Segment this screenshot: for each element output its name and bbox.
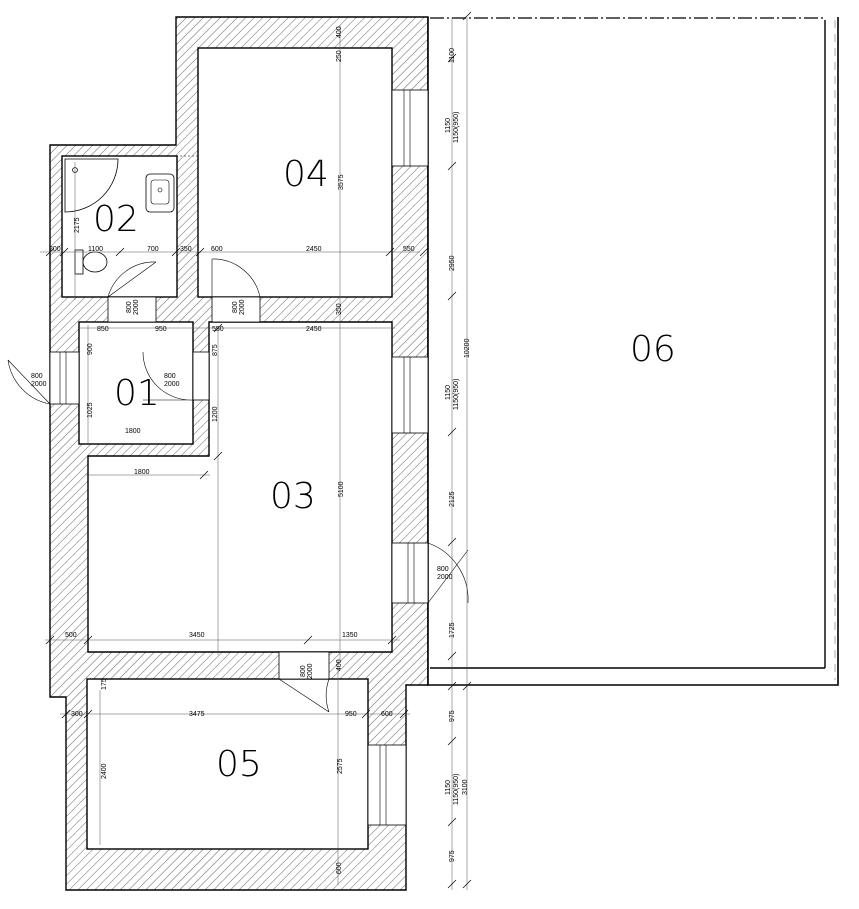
dim-r-2125: 2125 <box>449 491 456 507</box>
dim-1350: 1350 <box>342 632 358 639</box>
dim-r-1150-950b: 1150(950) <box>453 379 460 410</box>
dim-1800-01: 1800 <box>125 428 141 435</box>
door-swing-entrance <box>7 359 51 405</box>
room-label-05: 05 <box>216 744 262 785</box>
window-entrance <box>49 351 80 405</box>
dim-1100: 1100 <box>88 246 103 253</box>
dim-r-1150b: 1150 <box>445 385 452 400</box>
fixtures <box>64 155 198 275</box>
dim-r-1150-950a: 1150(950) <box>453 112 460 143</box>
door-06-height: 2000 <box>437 574 453 581</box>
dim-175: 175 <box>101 678 108 690</box>
dim-350-v: 350 <box>336 303 343 315</box>
dim-5100: 5100 <box>338 481 345 497</box>
dim-3475: 3475 <box>189 711 205 718</box>
dim-2400: 2400 <box>101 763 108 779</box>
dim-900: 900 <box>87 343 94 355</box>
dimension-labels: 200 1100 700 350 600 2450 550 850 950 55… <box>49 26 471 874</box>
toilet-icon <box>74 249 108 275</box>
dim-200: 200 <box>49 246 61 253</box>
room-label-04: 04 <box>283 154 329 195</box>
dim-1025: 1025 <box>87 402 94 418</box>
door-06-width: 800 <box>437 566 449 573</box>
dim-300: 300 <box>71 711 83 718</box>
dim-400-bottom: 400 <box>336 659 343 671</box>
room-label-02: 02 <box>93 199 139 240</box>
dim-550-top: 550 <box>403 246 415 253</box>
door-swing-06 <box>427 542 469 604</box>
window-03a <box>391 356 429 434</box>
door-01-height: 2000 <box>164 381 180 388</box>
dim-875: 875 <box>212 344 219 356</box>
dim-2175: 2175 <box>74 217 81 233</box>
dim-550-mid: 550 <box>212 326 224 333</box>
dim-r-1150c: 1150 <box>445 780 452 795</box>
dim-600-v: 600 <box>336 862 343 874</box>
dim-2575: 2575 <box>337 758 344 774</box>
dim-2450-mid: 2450 <box>306 326 322 333</box>
door-04-height: 2000 <box>239 299 246 315</box>
door-swing-04 <box>211 258 261 298</box>
dim-r-1100: 1100 <box>449 48 456 63</box>
dim-3575: 3575 <box>338 174 345 190</box>
dim-950-mid: 950 <box>155 326 167 333</box>
door-04-width: 800 <box>232 301 239 313</box>
dim-1200: 1200 <box>212 406 219 422</box>
dim-500: 500 <box>65 632 77 639</box>
room-01-area <box>78 321 194 445</box>
door-05-height: 2000 <box>307 663 314 679</box>
dim-850: 850 <box>97 326 109 333</box>
room-label-01: 01 <box>114 373 160 414</box>
door-entrance-height: 2000 <box>31 381 47 388</box>
door-01-width: 800 <box>164 373 176 380</box>
dim-250: 250 <box>336 50 343 62</box>
dim-r-975a: 975 <box>449 710 456 722</box>
dim-r-10200: 10200 <box>464 338 471 358</box>
dim-r-975b: 975 <box>449 850 456 862</box>
dim-400-top: 400 <box>336 26 343 38</box>
door-gap-06 <box>391 542 429 604</box>
dim-r-2950: 2950 <box>449 255 456 271</box>
room-voids <box>61 47 393 850</box>
dim-600-bottom-row: 600 <box>381 711 393 718</box>
dim-3450: 3450 <box>189 632 205 639</box>
room-06-outline <box>427 17 839 686</box>
dim-r-3100: 3100 <box>462 779 469 795</box>
room-03-area <box>87 321 393 653</box>
doors <box>7 258 469 713</box>
shower-icon <box>64 158 119 213</box>
room-label-03: 03 <box>270 476 316 517</box>
door-labels: 800 2000 800 2000 800 2000 800 2000 800 … <box>31 299 453 679</box>
dim-ticks <box>45 11 472 889</box>
dim-700: 700 <box>147 246 159 253</box>
door-swing-01 <box>142 351 194 401</box>
dim-2450-top: 2450 <box>306 246 322 253</box>
dim-350: 350 <box>180 246 192 253</box>
room-06 <box>427 17 839 686</box>
door-swing-05 <box>278 678 330 713</box>
door-02-height: 2000 <box>133 299 140 315</box>
dim-r-1725: 1725 <box>449 622 456 638</box>
window-05 <box>367 744 407 826</box>
windows <box>49 89 429 826</box>
door-entrance-width: 800 <box>31 373 43 380</box>
room-04-area <box>197 47 393 298</box>
window-04 <box>391 89 429 167</box>
door-swing-02 <box>107 261 157 298</box>
dimension-lines <box>40 11 472 890</box>
dim-r-1150a: 1150 <box>445 118 452 133</box>
dim-950-bottom: 950 <box>345 711 357 718</box>
door-02-width: 800 <box>126 301 133 313</box>
room-label-06: 06 <box>630 329 676 370</box>
door-05-width: 800 <box>300 665 307 677</box>
room-05-area <box>86 678 369 850</box>
dim-r-1150-950c: 1150(950) <box>453 774 460 805</box>
dim-600: 600 <box>211 246 223 253</box>
dim-1800-03: 1800 <box>134 469 150 476</box>
